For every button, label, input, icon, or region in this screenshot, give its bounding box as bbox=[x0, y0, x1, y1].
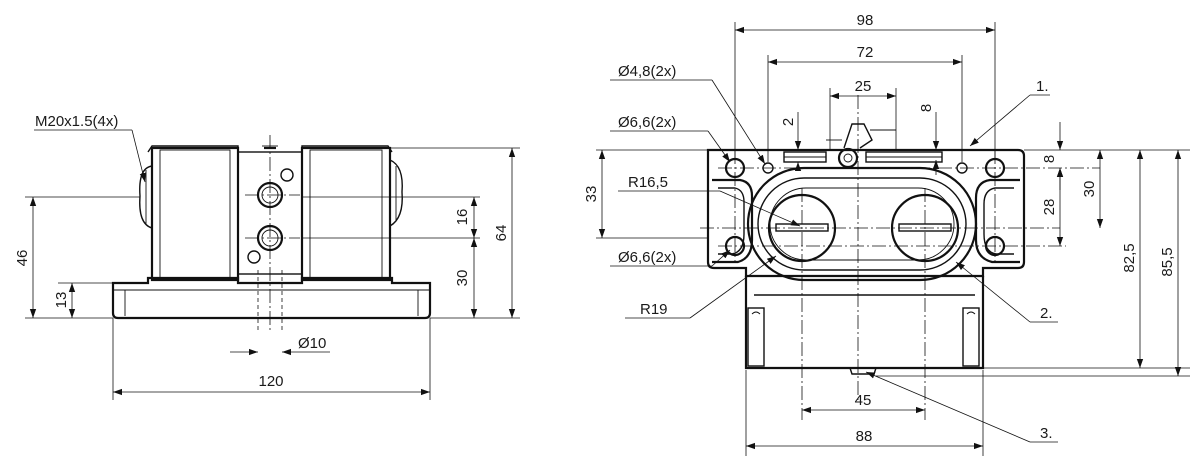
side-gland-right bbox=[389, 159, 403, 227]
front-dim-2: 2 bbox=[780, 118, 797, 126]
front-bracket-left bbox=[712, 178, 754, 264]
front-dim-8-top: 8 bbox=[918, 104, 935, 112]
front-callout-r19: R19 bbox=[640, 301, 668, 318]
front-dim-30: 30 bbox=[1081, 181, 1098, 198]
front-callout-dia66-bottom: Ø6,6(2x) bbox=[618, 249, 676, 266]
front-dim-72: 72 bbox=[857, 44, 874, 61]
front-item-2: 2. bbox=[1040, 305, 1053, 322]
side-view: 46 13 16 30 64 120 Ø10 M20x1.5(4x) bbox=[14, 113, 520, 400]
side-dim-46: 46 bbox=[14, 250, 31, 267]
front-callout-dia66-top: Ø6,6(2x) bbox=[618, 114, 676, 131]
front-dim-82-5: 82,5 bbox=[1121, 243, 1138, 272]
front-dim-28: 28 bbox=[1041, 199, 1058, 216]
side-body-left bbox=[150, 146, 240, 282]
front-dim-25: 25 bbox=[855, 78, 872, 95]
side-dim-13: 13 bbox=[53, 292, 70, 309]
front-hinge bbox=[837, 147, 859, 169]
front-item-3: 3. bbox=[1040, 425, 1053, 442]
side-callout-thread: M20x1.5(4x) bbox=[35, 113, 118, 130]
front-bracket-right bbox=[974, 178, 1020, 264]
side-dim-64: 64 bbox=[493, 225, 510, 242]
front-lower-body bbox=[744, 276, 985, 370]
side-gland-left bbox=[139, 165, 153, 229]
side-dim-16: 16 bbox=[454, 209, 471, 226]
front-callout-dia48: Ø4,8(2x) bbox=[618, 63, 676, 80]
front-dim-98: 98 bbox=[857, 12, 874, 29]
front-dim-45: 45 bbox=[855, 392, 872, 409]
front-view: 98 72 25 2 8 8 28 30 82,5 85,5 33 bbox=[583, 12, 1190, 456]
front-callout-r16-5: R16,5 bbox=[628, 174, 668, 191]
front-flange bbox=[706, 148, 1026, 278]
side-body-right bbox=[300, 146, 392, 282]
front-dim-88: 88 bbox=[856, 428, 873, 445]
side-base-plate bbox=[111, 276, 432, 320]
front-item-1: 1. bbox=[1036, 78, 1049, 95]
front-dim-8-right: 8 bbox=[1041, 155, 1058, 163]
side-dim-120: 120 bbox=[258, 373, 283, 390]
front-dim-33: 33 bbox=[583, 186, 600, 203]
front-dim-85-5: 85,5 bbox=[1159, 247, 1176, 276]
side-callout-dia10: Ø10 bbox=[298, 335, 326, 352]
side-dim-30: 30 bbox=[454, 270, 471, 287]
